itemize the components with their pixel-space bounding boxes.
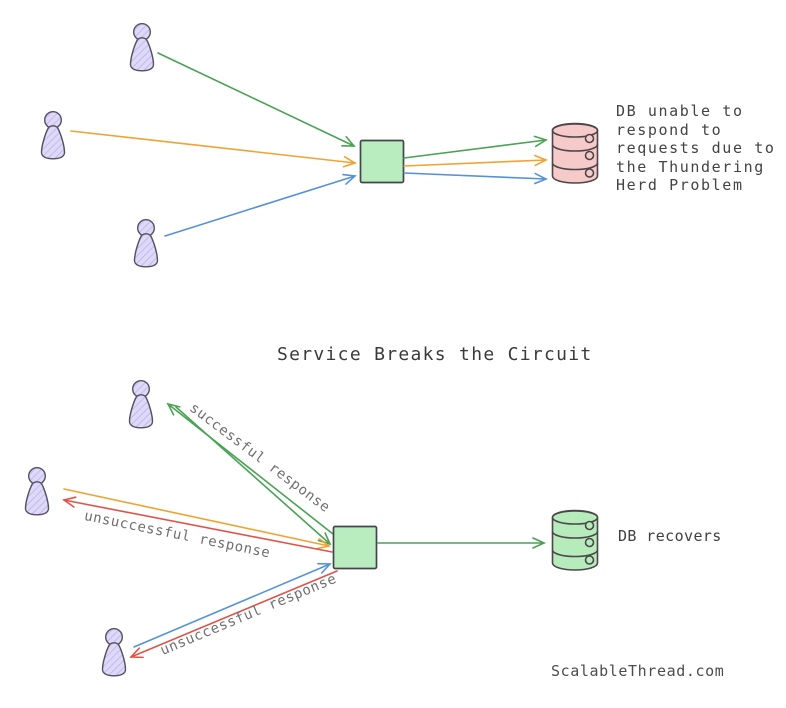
request-arrow-blue [164,173,357,237]
user-icon [128,380,154,429]
request-arrow-green [157,52,356,147]
user-icon [24,467,50,516]
user-icon [129,23,155,72]
db-request-arrow-blue [403,172,548,185]
user-icon [101,628,127,677]
db-request-arrow-green [403,135,548,159]
watermark-text: ScalableThread.com [551,662,725,680]
request-arrow-green [175,406,332,546]
db-request-arrow-orange [403,154,548,167]
service-box [359,139,405,184]
unsuccessful-response-arrow [62,496,333,553]
db-overloaded-caption: DB unable to respond to requests due to … [616,102,776,194]
database-recovered-icon [551,509,599,571]
successful-response-arrow [166,402,334,535]
user-icon [133,218,159,268]
request-arrow-orange [63,488,331,550]
request-arrow-blue [133,562,332,648]
request-arrow-orange [70,130,357,168]
database-overloaded-icon [551,122,599,184]
bottom-diagram-title: Service Breaks the Circuit [277,344,593,365]
db-recovers-caption: DB recovers [618,527,722,545]
service-box [332,525,378,570]
user-icon [40,110,66,160]
unsuccessful-response-arrow [129,570,338,659]
